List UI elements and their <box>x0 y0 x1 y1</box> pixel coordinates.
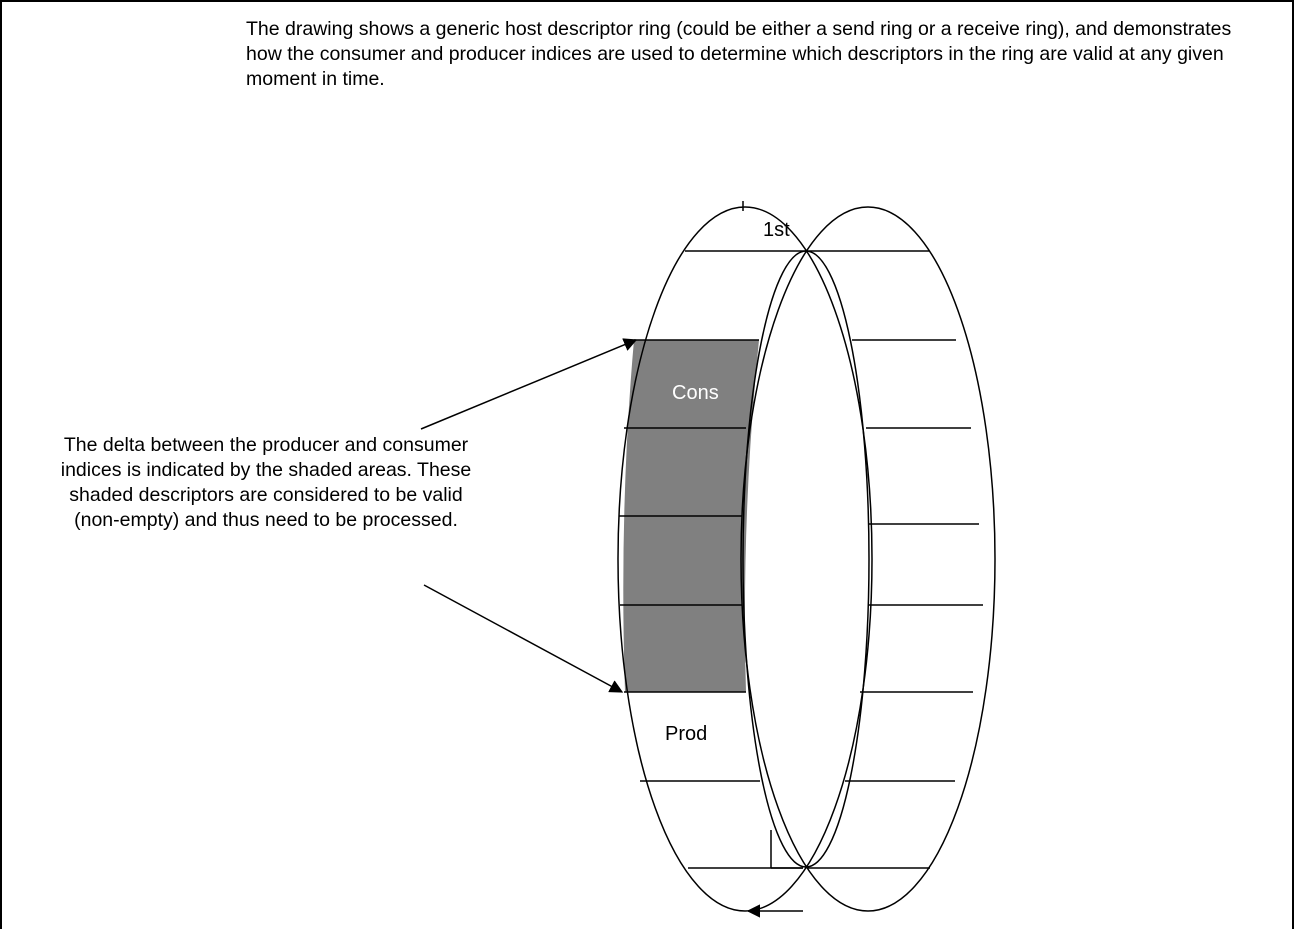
consumer-index-label: Cons <box>672 382 719 404</box>
ring-outer-right-edge <box>740 206 996 912</box>
shaded-area-callout: The delta between the producer and consu… <box>60 434 472 531</box>
back-descriptor-dividers <box>808 250 983 869</box>
callout-arrow-to-prod <box>423 584 624 693</box>
front-descriptor-dividers <box>619 250 808 869</box>
callout-arrow-to-cons <box>420 338 638 430</box>
producer-index-label: Prod <box>665 723 707 745</box>
ring-inner-edge <box>742 250 870 868</box>
wraparound-arrow-bottom <box>746 830 803 918</box>
intro-description: The drawing shows a generic host descrip… <box>246 18 1232 90</box>
ring-outer-left-edge <box>617 206 873 912</box>
first-descriptor-label: 1st <box>763 219 790 241</box>
